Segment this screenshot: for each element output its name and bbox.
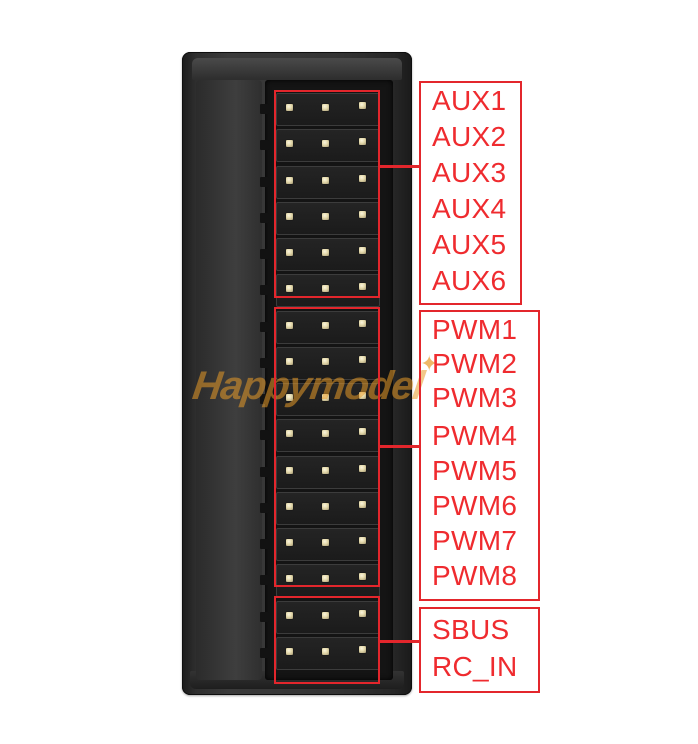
header-pin-icon — [359, 174, 366, 182]
housing-notch — [260, 430, 269, 441]
housing-notch — [260, 176, 269, 187]
header-pin-icon — [286, 539, 293, 546]
header-pin-icon — [286, 212, 293, 220]
header-pin-icon — [286, 249, 293, 256]
label-aux4: AUX4 — [432, 193, 507, 224]
housing-notch — [260, 249, 269, 259]
label-aux6: AUX6 — [432, 265, 507, 296]
header-pin-icon — [286, 575, 293, 583]
header-pin-icon — [359, 283, 366, 291]
label-pwm4: PWM4 — [432, 420, 518, 451]
header-pin-icon — [322, 611, 329, 619]
header-pin-icon — [359, 537, 366, 544]
header-pin-icon — [359, 247, 366, 254]
aux-label-box — [419, 81, 522, 305]
star-icon: ✦ — [420, 352, 439, 377]
label-aux3: AUX3 — [432, 157, 507, 188]
aux-connector-line — [379, 165, 420, 168]
housing-notch — [260, 539, 269, 549]
label-pwm3: PWM3 — [432, 382, 518, 413]
header-pin-icon — [286, 502, 293, 510]
header-pin-icon — [359, 102, 366, 109]
header-pin-icon — [322, 212, 329, 220]
header-pin-icon — [286, 430, 293, 438]
housing-notch — [260, 321, 269, 332]
pin-row — [276, 455, 380, 489]
header-pin-icon — [359, 428, 366, 436]
sbus-pin-group-frame — [274, 596, 380, 684]
header-pin-icon — [322, 249, 329, 256]
header-pin-icon — [359, 609, 366, 617]
pwm-label-box — [419, 310, 540, 601]
header-pin-icon — [286, 104, 293, 111]
label-aux5: AUX5 — [432, 229, 507, 260]
label-aux2: AUX2 — [432, 121, 507, 152]
header-pin-icon — [322, 176, 329, 184]
header-pin-icon — [322, 104, 329, 111]
label-pwm5: PWM5 — [432, 455, 518, 486]
housing-side-rib — [196, 80, 262, 680]
header-pin-icon — [322, 647, 329, 655]
header-pin-icon — [286, 176, 293, 184]
header-pin-icon — [322, 466, 329, 474]
header-pin-icon — [322, 539, 329, 546]
header-pin-icon — [322, 430, 329, 438]
label-pwm6: PWM6 — [432, 490, 518, 521]
header-pin-icon — [322, 140, 329, 148]
header-pin-icon — [286, 357, 293, 365]
label-pwm1: PWM1 — [432, 314, 518, 345]
housing-notch — [260, 502, 269, 513]
label-pwm2: PWM2 — [432, 348, 518, 379]
header-pin-icon — [322, 285, 329, 293]
header-pin-icon — [286, 611, 293, 619]
label-pwm7: PWM7 — [432, 525, 518, 556]
header-pin-icon — [322, 321, 329, 329]
header-pin-icon — [359, 573, 366, 581]
sbus-label-box — [419, 607, 540, 693]
label-aux1: AUX1 — [432, 85, 507, 116]
header-pin-icon — [359, 319, 366, 327]
label-pwm8: PWM8 — [432, 560, 518, 591]
pwm-connector-line — [379, 445, 420, 448]
header-pin-icon — [359, 210, 366, 218]
header-pin-icon — [286, 285, 293, 293]
housing-notch — [260, 575, 269, 586]
header-pin-icon — [286, 466, 293, 474]
header-pin-icon — [322, 357, 329, 365]
header-pin-icon — [286, 394, 293, 401]
header-pin-icon — [286, 647, 293, 655]
header-pin-icon — [359, 355, 366, 363]
header-pin-icon — [359, 500, 366, 508]
header-pin-icon — [322, 502, 329, 510]
housing-notch — [260, 357, 269, 368]
aux-pin-group-frame — [274, 90, 380, 298]
housing-notch — [260, 285, 269, 296]
label-rc-in: RC_IN — [432, 651, 518, 682]
header-pin-icon — [322, 394, 329, 401]
header-pin-icon — [359, 392, 366, 399]
label-sbus: SBUS — [432, 614, 510, 645]
header-pin-icon — [359, 138, 366, 146]
housing-notch — [260, 212, 269, 223]
pwm-pin-group-frame — [274, 307, 380, 587]
housing-notch — [260, 104, 269, 114]
sbus-connector-line — [379, 640, 420, 643]
header-pin-icon — [359, 464, 366, 472]
housing-notch — [260, 647, 269, 658]
header-pin-icon — [359, 645, 366, 653]
housing-notch — [260, 394, 269, 404]
header-pin-icon — [286, 321, 293, 329]
housing-notch — [260, 140, 269, 151]
housing-notch — [260, 611, 269, 622]
housing-notch — [260, 466, 269, 477]
header-pin-icon — [286, 140, 293, 148]
header-pin-icon — [322, 575, 329, 583]
